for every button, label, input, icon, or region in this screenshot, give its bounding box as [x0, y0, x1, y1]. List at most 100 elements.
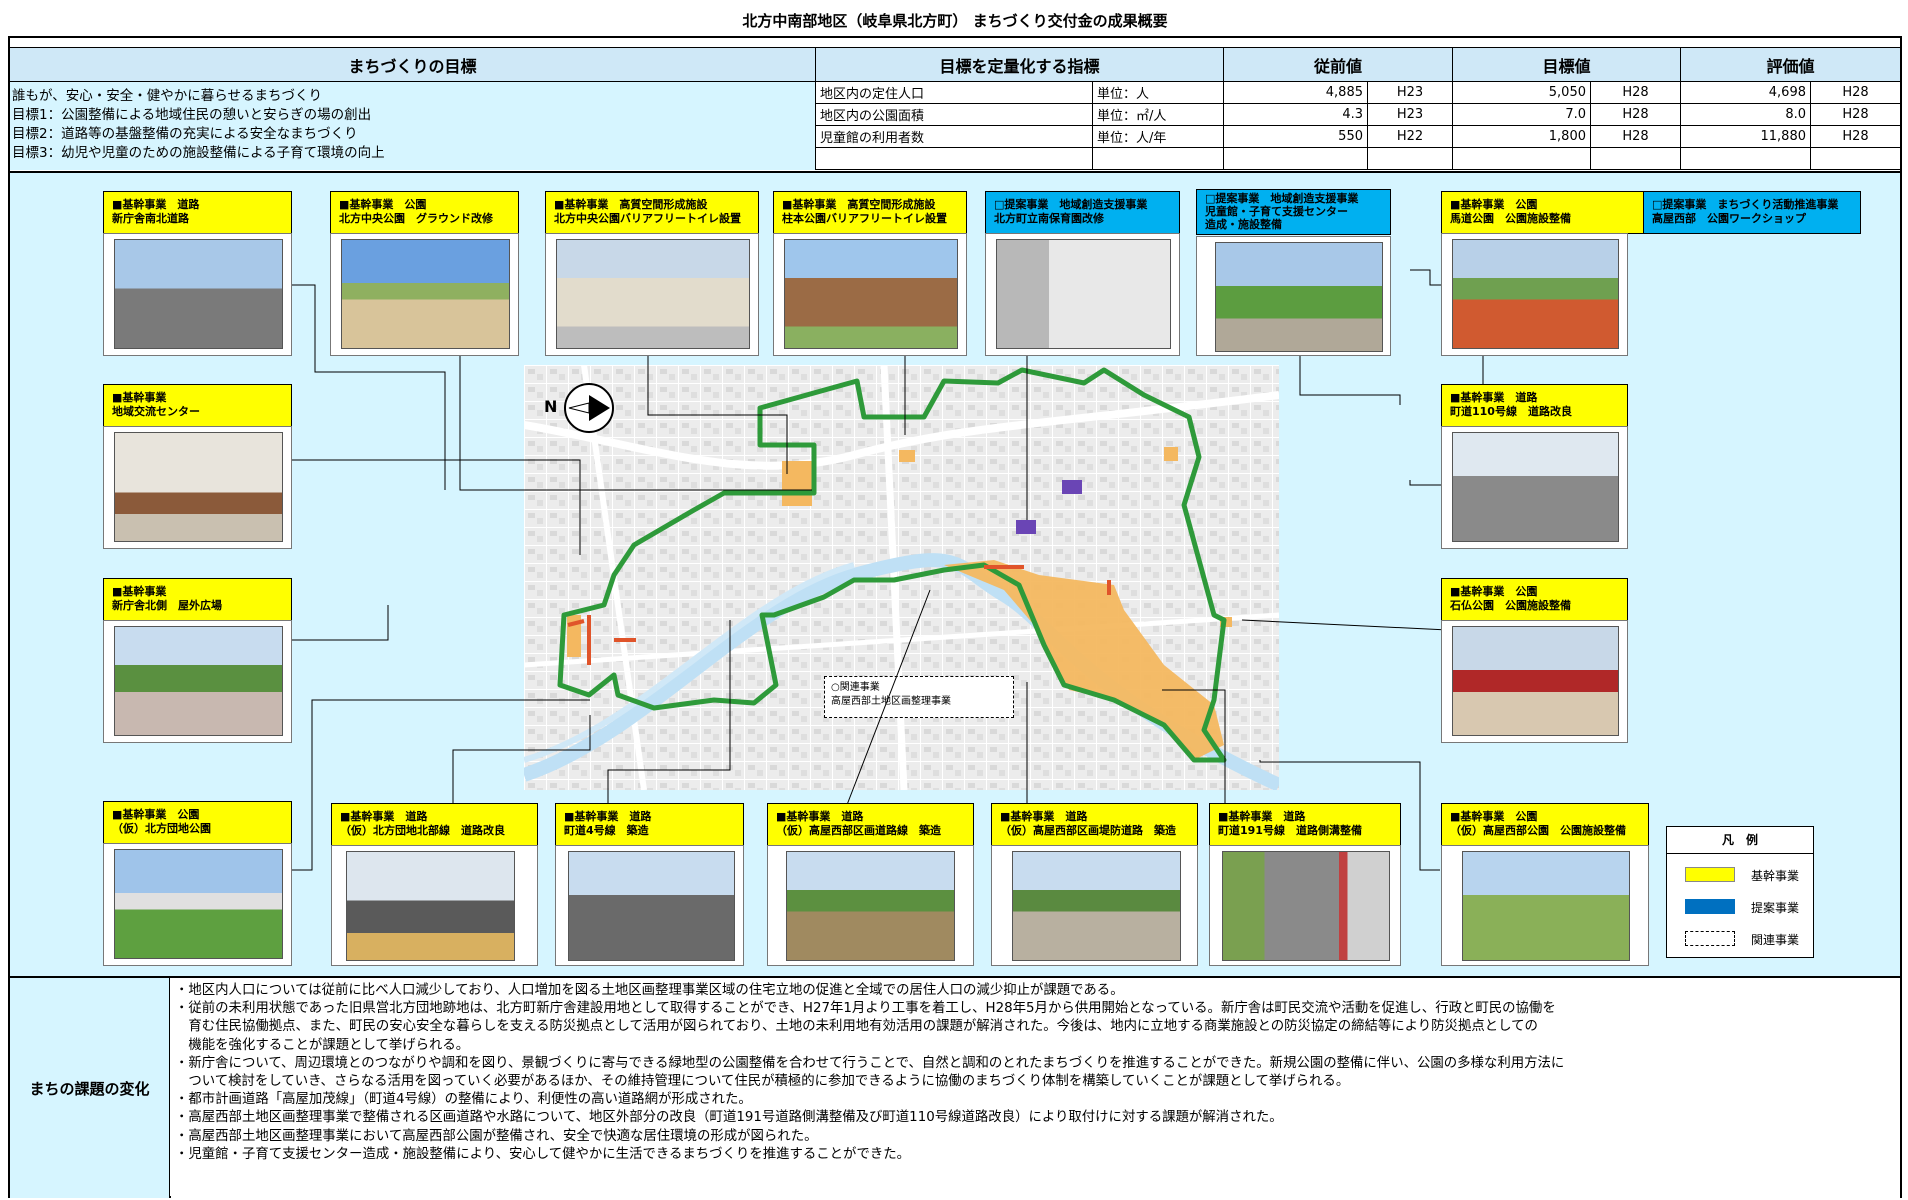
road-photo — [568, 851, 735, 961]
related-project-box: ○関連事業 高屋西部土地区画整理事業 — [824, 676, 1014, 718]
photo-card — [1209, 845, 1401, 966]
empty-cell — [1453, 148, 1591, 170]
project-label: ■基幹事業 道路町道4号線 築造 — [555, 803, 744, 846]
header-band — [10, 38, 1900, 48]
target-value: 1,800 — [1453, 126, 1591, 148]
road-photo — [786, 851, 955, 961]
childcare-photo — [1215, 242, 1383, 352]
project-type: ■基幹事業 公園 — [1450, 810, 1538, 823]
project-label: ■基幹事業 道路（仮）高屋西部区画道路線 築造 — [767, 803, 974, 846]
project-type: ■基幹事業 公園 — [112, 808, 200, 821]
indicator-unit: 単位：人 — [1093, 82, 1224, 104]
park-photo — [341, 239, 510, 349]
eval-year: H28 — [1811, 126, 1900, 148]
issues-text: ・地区内人口については従前に比べ人口減少しており、人口増加を図る土地区画整理事業… — [171, 978, 1900, 1198]
plaza-photo — [114, 626, 283, 736]
before-year: H23 — [1368, 104, 1453, 126]
issue-line: 育む住民協働拠点、また、町民の安心安全な暮らしを支える防災拠点として活用が図られ… — [175, 1019, 1538, 1035]
nursery-photo — [996, 239, 1171, 349]
legend-label: 提案事業 — [1751, 901, 1800, 915]
project-label: ■基幹事業 道路町道191号線 道路側溝整備 — [1209, 803, 1401, 846]
playground-photo — [1452, 239, 1619, 349]
toilet-photo — [784, 239, 958, 349]
photo-card — [1441, 426, 1628, 549]
related-label: ○関連事業 — [831, 682, 880, 693]
goal-line: 目標3：幼児や児童のための施設整備による子育て環境の向上 — [12, 145, 385, 161]
photo-card — [330, 233, 519, 356]
photo-card — [985, 233, 1180, 356]
legend-label: 関連事業 — [1751, 933, 1800, 947]
empty-cell — [1368, 148, 1453, 170]
project-type: ■基幹事業 道路 — [340, 810, 428, 823]
target-value: 7.0 — [1453, 104, 1591, 126]
project-name: （仮）北方団地北部線 道路改良 — [340, 824, 505, 837]
empty-cell — [1093, 148, 1224, 170]
project-label: ■基幹事業 公園（仮）高屋西部公園 公園施設整備 — [1441, 803, 1649, 846]
project-name: 北方中央公園バリアフリートイレ設置 — [554, 212, 741, 225]
goals-box: 誰もが、安心・安全・健やかに暮らせるまちづくり 目標1：公園整備による地域住民の… — [10, 82, 816, 170]
project-type: ■基幹事業 公園 — [339, 198, 427, 211]
project-label: ■基幹事業 公園馬道公園 公園施設整備 — [1441, 191, 1651, 234]
indicator-unit: 単位：人/年 — [1093, 126, 1224, 148]
playground-photo — [1452, 626, 1619, 736]
project-type: ■基幹事業 道路 — [564, 810, 652, 823]
issue-line: ・児童館・子育て支援センター造成・施設整備により、安心して健やかに生活できるまち… — [175, 1146, 911, 1162]
photo-card — [991, 845, 1198, 966]
before-value: 550 — [1224, 126, 1368, 148]
before-value: 4.3 — [1224, 104, 1368, 126]
project-type: □提案事業 地域創造支援事業 — [994, 198, 1148, 211]
photo-card — [1441, 845, 1649, 966]
indicator-unit: 単位：㎡/人 — [1093, 104, 1224, 126]
project-label-proposal: □提案事業 地域創造支援事業児童館・子育て支援センター造成・施設整備 — [1196, 189, 1391, 235]
photo-card — [545, 233, 759, 356]
project-name: （仮）北方団地公園 — [112, 822, 211, 835]
before-year: H22 — [1368, 126, 1453, 148]
photo-card — [1196, 236, 1391, 356]
project-label: ■基幹事業 道路（仮）北方団地北部線 道路改良 — [331, 803, 538, 846]
project-name: 地域交流センター — [112, 405, 200, 418]
target-value: 5,050 — [1453, 82, 1591, 104]
legend-label: 基幹事業 — [1751, 869, 1800, 883]
photo-card — [331, 845, 538, 966]
project-label: ■基幹事業 公園石仏公園 公園施設整備 — [1441, 578, 1628, 621]
project-type: ■基幹事業 道路 — [1218, 810, 1306, 823]
header-target: 目標値 — [1453, 48, 1681, 82]
legend-title: 凡 例 — [1667, 827, 1813, 854]
before-value: 4,885 — [1224, 82, 1368, 104]
road-photo — [114, 239, 283, 349]
issue-line: ついて検討をしていき、さらなる活用を図っていく必要があるほか、その維持管理につい… — [175, 1074, 1350, 1090]
target-year: H28 — [1591, 82, 1681, 104]
photo-card — [1441, 620, 1628, 743]
empty-cell — [1224, 148, 1368, 170]
project-name: 柱本公園バリアフリートイレ設置 — [782, 212, 947, 225]
issue-line: ・従前の未利用状態であった旧県営北方団地跡地は、北方町新庁舎建設用地として取得す… — [175, 1001, 1556, 1017]
district-map: N ○関連事業 高屋西部土地区画整理事業 — [524, 365, 1279, 790]
project-name: 高屋西部 公園ワークショップ — [1652, 212, 1806, 225]
project-name: 北方町立南保育園改修 — [994, 212, 1104, 225]
compass-icon — [564, 383, 614, 433]
project-name: （仮）高屋西部区画道路線 築造 — [776, 824, 941, 837]
indicator-table: 地区内の定住人口 単位：人 4,885 H23 5,050 H28 4,698 … — [816, 82, 1900, 171]
empty-cell — [816, 148, 1093, 170]
project-name: 町道191号線 道路側溝整備 — [1218, 824, 1362, 837]
project-label: ■基幹事業 道路町道110号線 道路改良 — [1441, 384, 1628, 427]
empty-cell — [1811, 148, 1900, 170]
eval-value: 4,698 — [1681, 82, 1811, 104]
target-year: H28 — [1591, 104, 1681, 126]
project-label: ■基幹事業 道路（仮）高屋西部区画堤防道路 築造 — [991, 803, 1198, 846]
project-label: ■基幹事業 公園北方中央公園 グラウンド改修 — [330, 191, 519, 234]
project-type: ■基幹事業 公園 — [1450, 198, 1538, 211]
goal-line: 目標1：公園整備による地域住民の憩いと安らぎの場の創出 — [12, 107, 372, 123]
goal-line: 目標2：道路等の基盤整備の充実による安全なまちづくり — [12, 126, 358, 142]
issue-line: ・都市計画道路「高屋加茂線」（町道4号線）の整備により、利便性の高い道路網が形成… — [175, 1092, 752, 1108]
compass-label: N — [544, 397, 558, 416]
indicator-name: 児童館の利用者数 — [816, 126, 1093, 148]
photo-card — [103, 426, 292, 549]
project-name: 町道110号線 道路改良 — [1450, 405, 1572, 418]
project-type: ■基幹事業 道路 — [112, 198, 200, 211]
project-name: 新庁舎北側 屋外広場 — [112, 599, 222, 612]
park-photo — [1462, 851, 1630, 961]
photo-card — [773, 233, 967, 356]
project-type: □提案事業 地域創造支援事業 — [1205, 192, 1359, 205]
project-label: ■基幹事業 公園（仮）北方団地公園 — [103, 801, 292, 844]
